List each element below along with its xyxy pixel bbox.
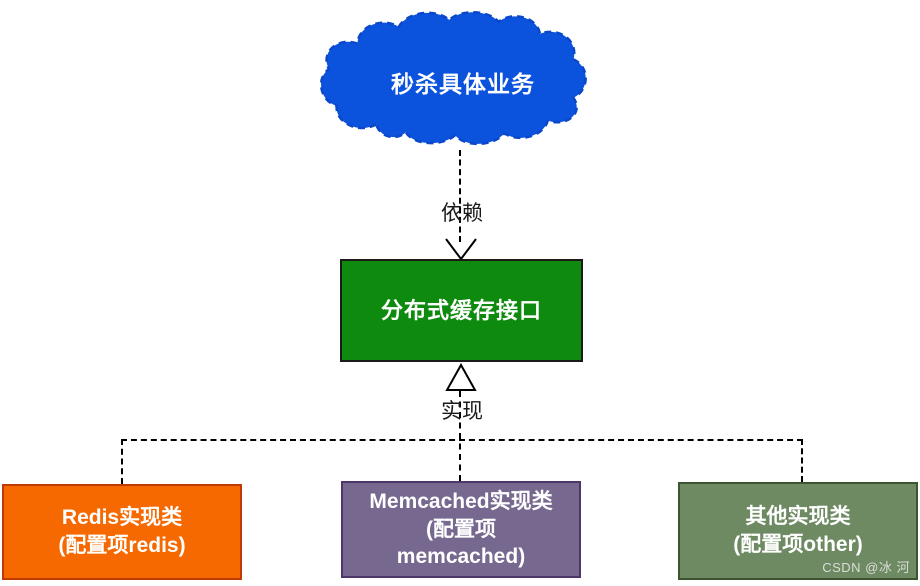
- node-other-impl: 其他实现类 (配置项other) CSDN @冰 河: [678, 482, 918, 580]
- node-cache-interface-label: 分布式缓存接口: [380, 297, 542, 323]
- realization-arrowhead-icon: [445, 363, 477, 391]
- csdn-watermark: CSDN @冰 河: [822, 559, 910, 575]
- dependency-edge-label: 依赖: [441, 202, 483, 225]
- cloud-shape: [319, 11, 587, 146]
- realization-edge-label: 实现: [441, 400, 483, 423]
- cloud-outline-icon: [319, 11, 587, 146]
- realization-bus-line: [121, 439, 803, 441]
- node-memcached-impl-line1: Memcached实现类: [369, 489, 553, 513]
- node-redis-impl-line2: (配置项redis): [58, 534, 186, 557]
- node-redis-impl-line1: Redis实现类: [61, 506, 183, 530]
- node-other-impl-line1: 其他实现类: [745, 505, 851, 529]
- dependency-arrowhead-icon: [445, 238, 477, 261]
- node-cache-interface: 分布式缓存接口: [340, 259, 583, 362]
- realization-edge-line: [459, 391, 461, 481]
- dependency-edge-line: [459, 150, 461, 242]
- realization-drop-right: [801, 439, 803, 482]
- realization-drop-left: [121, 439, 123, 484]
- node-redis-impl: Redis实现类 (配置项redis): [2, 484, 242, 580]
- node-memcached-impl: Memcached实现类 (配置项 memcached): [341, 481, 581, 578]
- cloud-node-label: 秒杀具体业务: [391, 71, 535, 97]
- node-memcached-impl-line3: memcached): [396, 545, 526, 569]
- node-memcached-impl-line2: (配置项: [426, 517, 496, 541]
- node-other-impl-line2: (配置项other): [733, 533, 863, 556]
